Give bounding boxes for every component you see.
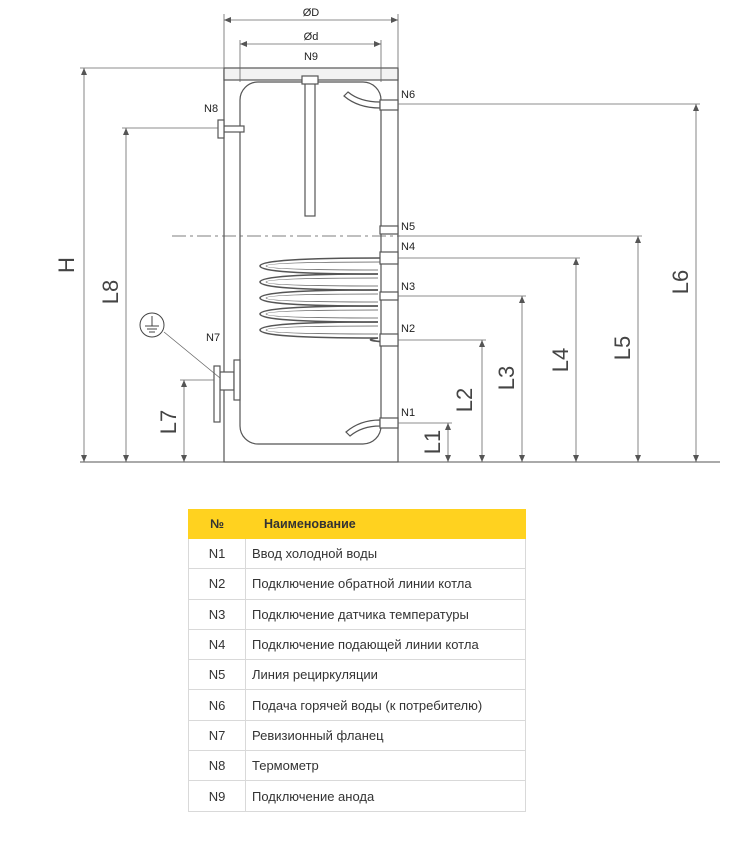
connection-label-n5: N5 <box>401 221 415 233</box>
row-number: N9 <box>188 780 246 812</box>
dim-label-h: H <box>54 257 79 273</box>
dim-label-l5: L5 <box>610 336 635 360</box>
connection-label-n8: N8 <box>204 103 218 115</box>
dim-label-l3: L3 <box>494 366 519 390</box>
dim-inner-diameter-label: Ød <box>304 31 319 43</box>
legend-header-row: № Наименование <box>188 509 526 539</box>
anode-rod <box>304 77 316 217</box>
row-number: N6 <box>188 689 246 721</box>
row-name: Ревизионный фланец <box>245 719 526 752</box>
dim-label-l8: L8 <box>98 280 123 304</box>
nozzle-n2 <box>379 333 399 347</box>
connection-label-n9: N9 <box>304 51 318 63</box>
row-name: Подключение датчика температуры <box>245 598 526 630</box>
row-name: Линия рециркуляции <box>245 659 526 691</box>
legend-header-number: № <box>188 509 246 539</box>
nozzle-n1 <box>379 417 399 429</box>
dim-outer-diameter-label: ØD <box>303 7 320 19</box>
row-name: Ввод холодной воды <box>245 537 526 570</box>
connection-label-n3: N3 <box>401 281 415 293</box>
connection-label-n4: N4 <box>401 241 415 253</box>
connection-label-n6: N6 <box>401 89 415 101</box>
row-number: N2 <box>188 568 246 600</box>
heat-exchanger-coil <box>259 257 386 343</box>
row-number: N7 <box>188 719 246 752</box>
ground-symbol-icon <box>139 312 165 338</box>
row-number: N8 <box>188 750 246 782</box>
revision-flange <box>219 371 235 391</box>
dim-label-l6: L6 <box>668 270 693 294</box>
dim-label-l4: L4 <box>548 348 573 372</box>
row-number: N3 <box>188 598 246 630</box>
row-name: Подключение анода <box>245 780 526 812</box>
row-name: Подача горячей воды (к потребителю) <box>245 689 526 721</box>
row-name: Подключение подающей линии котла <box>245 628 526 661</box>
nozzle-n3 <box>379 291 399 301</box>
legend-header-name: Наименование <box>245 509 526 539</box>
nozzle-n4 <box>379 251 399 265</box>
row-number: N1 <box>188 537 246 570</box>
connection-label-n7: N7 <box>206 332 220 344</box>
row-name: Термометр <box>245 750 526 782</box>
connection-label-n1: N1 <box>401 407 415 419</box>
nozzle-n6 <box>379 99 399 111</box>
tank-diagram: ØD Ød N9 N6 N5 N4 N3 N2 N1 N8 N7 H L8 L7… <box>54 7 720 463</box>
connection-label-n2: N2 <box>401 323 415 335</box>
dim-label-l1: L1 <box>420 430 445 454</box>
thermometer <box>223 125 245 133</box>
row-number: N5 <box>188 659 246 691</box>
row-number: N4 <box>188 628 246 661</box>
nozzle-n5 <box>379 225 399 235</box>
dim-label-l2: L2 <box>452 388 477 412</box>
dim-label-l7: L7 <box>156 410 181 434</box>
row-name: Подключение обратной линии котла <box>245 568 526 600</box>
